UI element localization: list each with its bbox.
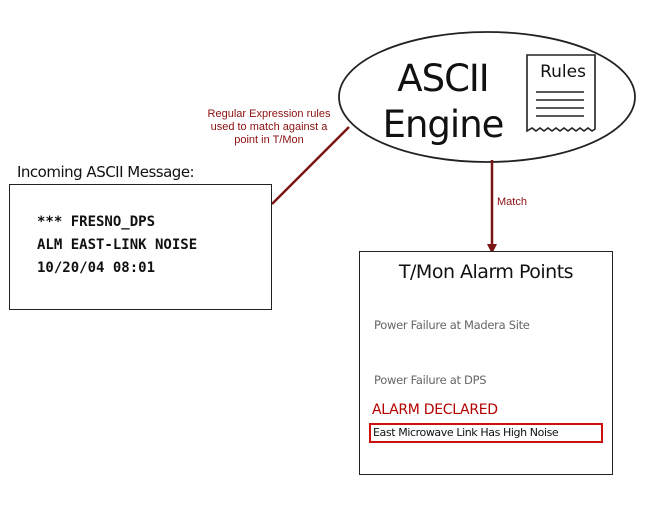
- message-line: ALM EAST-LINK NOISE: [37, 237, 198, 253]
- alarm-point-item: Power Failure at DPS: [374, 373, 487, 387]
- alarm-points-box: T/Mon Alarm Points Power Failure at Made…: [359, 251, 613, 475]
- alarm-point-item: Power Failure at Madera Site: [374, 318, 530, 332]
- incoming-message-box: *** FRESNO_DPS ALM EAST-LINK NOISE 10/20…: [9, 184, 272, 310]
- engine-title-line2: Engine: [382, 103, 505, 146]
- rules-connector-line: [271, 126, 350, 205]
- regex-rules-annotation: Regular Expression rules used to match a…: [184, 108, 354, 147]
- alarm-points-title: T/Mon Alarm Points: [398, 261, 574, 283]
- annotation-line1: Regular Expression rules: [207, 108, 331, 120]
- annotation-line2: used to match against a: [210, 121, 328, 133]
- annotation-line3: point in T/Mon: [234, 134, 304, 146]
- rules-label: Rules: [540, 62, 586, 82]
- message-line: 10/20/04 08:01: [37, 260, 156, 276]
- incoming-message-title: Incoming ASCII Message:: [17, 163, 195, 181]
- alarm-declared-label: ALARM DECLARED: [372, 402, 498, 418]
- message-line: *** FRESNO_DPS: [37, 214, 156, 230]
- engine-title: ASCII Engine: [382, 56, 505, 148]
- matched-alarm-point: East Microwave Link Has High Noise: [369, 423, 603, 443]
- engine-title-line1: ASCII: [397, 57, 489, 100]
- rules-document-icon: [526, 54, 596, 133]
- match-label: Match: [497, 196, 527, 208]
